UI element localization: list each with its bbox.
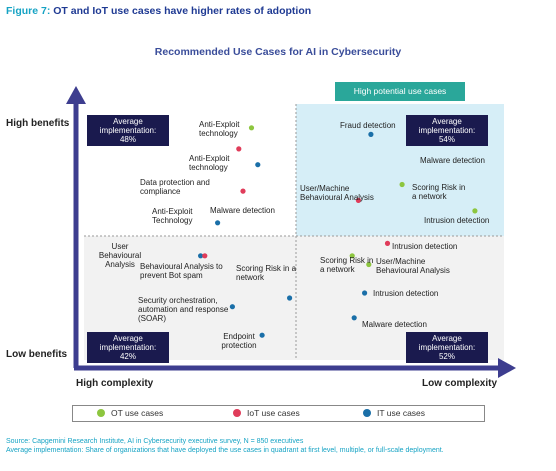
point-label: User Behavioural Analysis [98, 242, 142, 269]
source-line: Source: Capgemini Research Institute, AI… [6, 438, 304, 445]
legend-label: IoT use cases [247, 408, 300, 418]
point-label: Behavioural Analysis to prevent Bot spam [140, 262, 223, 280]
data-point [399, 181, 405, 188]
data-point [287, 295, 293, 301]
data-point [240, 188, 246, 194]
point-label: Malware detection [362, 320, 427, 329]
chart-title: Recommended Use Cases for AI in Cybersec… [154, 46, 402, 58]
iot-dot-icon [233, 409, 241, 417]
data-point [229, 304, 235, 310]
legend-label: IT use cases [377, 408, 426, 418]
point-label: User/Machine Behavioural Analysis [300, 184, 374, 202]
data-point [215, 220, 221, 226]
data-point [472, 208, 478, 214]
data-point [362, 290, 368, 296]
it-dot-icon [363, 409, 371, 417]
data-point [349, 253, 355, 259]
legend-item-it: IT use cases [363, 408, 425, 418]
point-label: Intrusion detection [424, 216, 490, 225]
x-axis-right-label: Low complexity [422, 378, 498, 389]
point-label: Fraud detection [340, 121, 396, 130]
point-label: Data protection and compliance [140, 178, 210, 196]
point-label: Security orchestration, automation and r… [138, 296, 229, 323]
point-label: Anti-Exploit Technology [152, 207, 193, 225]
avg-box-top-left: Average implementation: 48% [87, 115, 169, 146]
point-label: Intrusion detection [392, 242, 458, 251]
point-label: Scoring Risk in a network [236, 264, 297, 282]
avg-box-bottom-right: Average implementation: 52% [406, 332, 488, 363]
figure-title-text: OT and IoT use cases have higher rates o… [53, 5, 312, 17]
data-point [259, 332, 265, 338]
legend-item-ot: OT use cases [97, 408, 163, 418]
x-axis-arrow-icon [498, 358, 516, 378]
legend: OT use cases IoT use cases IT use cases [72, 405, 485, 422]
data-point [355, 197, 361, 203]
high-potential-badge: High potential use cases [335, 82, 465, 101]
y-axis-high-label: High benefits [6, 118, 70, 129]
figure-title-prefix: Figure 7: [6, 5, 51, 17]
figure-title: Figure 7: OT and IoT use cases have high… [6, 5, 311, 17]
data-point [368, 131, 374, 137]
point-label: User/Machine Behavioural Analysis [376, 257, 450, 275]
y-axis-arrow-icon [66, 86, 86, 104]
source-note: Source: Capgemini Research Institute, AI… [6, 437, 546, 455]
data-point [198, 253, 204, 259]
data-point [384, 240, 391, 246]
point-label: Malware detection [210, 206, 275, 215]
data-point [202, 253, 208, 259]
point-label: Anti-Exploit technology [189, 154, 230, 172]
y-axis-low-label: Low benefits [6, 349, 68, 360]
legend-item-iot: IoT use cases [233, 408, 300, 418]
legend-label: OT use cases [111, 408, 164, 418]
data-point [351, 315, 357, 321]
avg-box-top-right: Average implementation: 54% [406, 115, 488, 146]
point-label: Malware detection [420, 156, 485, 165]
data-point [255, 162, 261, 168]
point-label: Scoring Risk in a network [412, 183, 466, 201]
ot-dot-icon [97, 409, 105, 417]
data-point [248, 125, 255, 131]
avg-box-bottom-left: Average implementation: 42% [87, 332, 169, 363]
x-axis-left-label: High complexity [76, 378, 154, 389]
point-label: Anti-Exploit technology [199, 120, 240, 138]
data-point [366, 261, 372, 268]
definition-line: Average implementation: Share of organiz… [6, 447, 444, 454]
point-label: Intrusion detection [373, 289, 439, 298]
data-point [236, 146, 242, 152]
point-label: Scoring Risk in a network [320, 256, 374, 274]
point-label: Endpoint protection [221, 332, 257, 350]
